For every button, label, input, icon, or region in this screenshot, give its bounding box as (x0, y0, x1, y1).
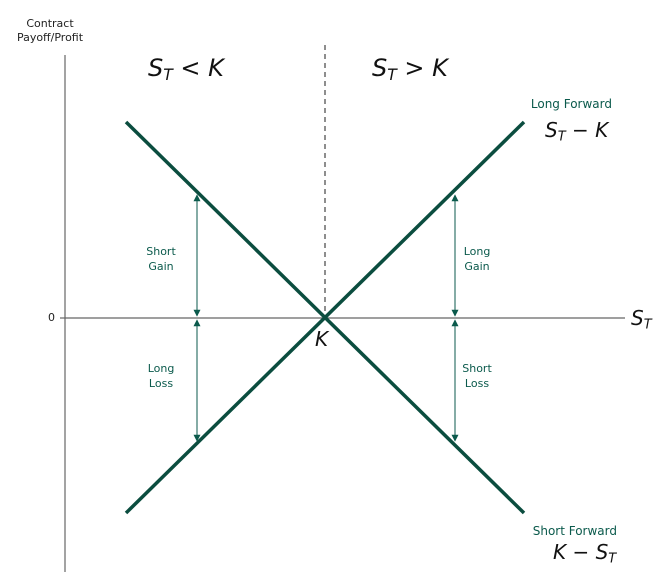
zero-label: 0 (48, 311, 55, 324)
short-loss-line-1: Short (462, 362, 492, 375)
short-loss-annotation: Short Loss (442, 361, 512, 391)
long-loss-line-2: Loss (148, 377, 174, 390)
long-loss-annotation: Long Loss (126, 361, 196, 391)
short-forward-name: Short Forward (532, 524, 617, 538)
long-gain-line-1: Long (463, 245, 491, 258)
y-axis-title: Contract Payoff/Profit (0, 17, 100, 45)
long-forward-name: Long Forward (530, 97, 612, 111)
long-gain-line-2: Gain (464, 260, 490, 273)
strike-label: K (315, 327, 329, 351)
y-axis-title-line-1: Contract (26, 17, 74, 30)
region-right-label: ST > K (372, 54, 448, 84)
short-gain-line-2: Gain (148, 260, 174, 273)
short-gain-annotation: Short Gain (126, 244, 196, 274)
long-gain-annotation: Long Gain (442, 244, 512, 274)
short-gain-line-1: Short (146, 245, 176, 258)
long-forward-formula: ST − K (545, 118, 609, 145)
short-forward-formula: K − ST (553, 540, 617, 567)
short-forward-line (124, 120, 526, 515)
long-loss-line-1: Long (147, 362, 175, 375)
short-loss-line-2: Loss (464, 377, 490, 390)
y-axis-title-line-2: Payoff/Profit (16, 31, 84, 44)
region-left-label: ST < K (148, 54, 224, 84)
x-axis-label: ST (631, 306, 652, 333)
